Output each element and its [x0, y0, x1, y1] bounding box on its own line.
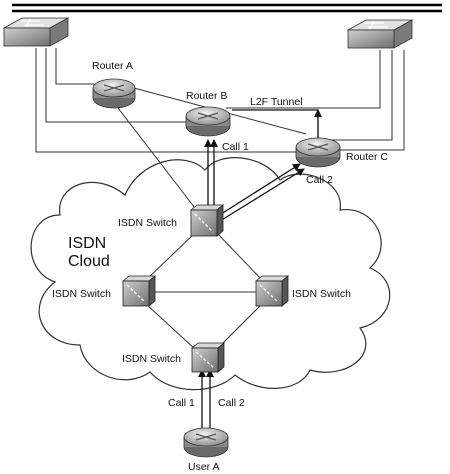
isdn-cloud	[30, 157, 391, 391]
call1-top-label: Call 1	[222, 141, 249, 153]
router-c[interactable]	[295, 137, 341, 168]
router-a[interactable]	[92, 78, 136, 109]
router-user-a[interactable]	[183, 427, 229, 458]
l2f-tunnel-label: L2F Tunnel	[250, 96, 303, 108]
call1-bottom-label: Call 1	[168, 397, 195, 409]
call2-arrow-line-a	[217, 163, 301, 217]
router-b-label: Router B	[186, 90, 227, 102]
call2-arrow-line-b	[219, 168, 305, 222]
isdn-switch-top	[189, 204, 225, 237]
lan-switch-left	[2, 17, 70, 47]
router-b[interactable]	[185, 106, 231, 137]
call2-top-label: Call 2	[306, 174, 333, 186]
router-c-label: Router C	[346, 151, 388, 163]
user-a-label: User A	[188, 461, 220, 473]
isdn-switch-left	[121, 275, 157, 307]
isdn-mesh	[145, 231, 263, 351]
isdn-switch-bottom	[190, 342, 226, 373]
cloud-label-line1: ISDN	[68, 235, 106, 252]
isdn-switch-left-label: ISDN Switch	[52, 288, 111, 300]
isdn-switch-right	[254, 275, 290, 307]
link-router-a-isdn	[117, 107, 199, 213]
cloud-label-line2: Cloud	[68, 253, 110, 270]
isdn-switch-right-label: ISDN Switch	[292, 288, 351, 300]
lan-switch-right	[346, 19, 414, 49]
call2-bottom-label: Call 2	[218, 397, 245, 409]
isdn-switch-top-label: ISDN Switch	[118, 217, 177, 229]
isdn-switch-bottom-label: ISDN Switch	[122, 353, 181, 365]
router-a-label: Router A	[92, 60, 133, 72]
